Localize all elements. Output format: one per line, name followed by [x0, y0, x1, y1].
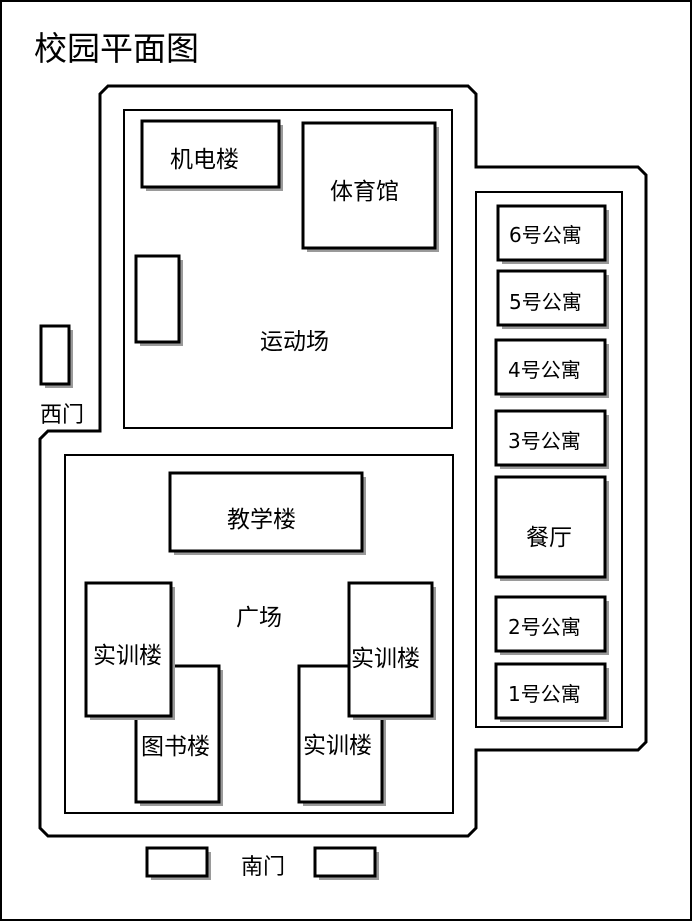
south-gate-right-block [313, 846, 379, 880]
building-mech [140, 119, 283, 191]
label-dorm3: 3号公寓 [508, 429, 581, 453]
label-plaza: 广场 [236, 605, 282, 631]
teaching-zone-frame [64, 454, 454, 814]
label-dorm2: 2号公寓 [508, 615, 581, 639]
label-dorm6: 6号公寓 [509, 223, 582, 247]
building-dorm6 [496, 204, 609, 264]
label-training-right-bottom: 实训楼 [303, 733, 372, 759]
label-sports-field: 运动场 [260, 329, 329, 355]
sports-zone-frame [123, 109, 453, 429]
building-training-left [84, 581, 175, 720]
map-title: 校园平面图 [34, 29, 199, 68]
building-teaching [168, 471, 366, 555]
label-south-gate: 南门 [241, 855, 286, 880]
label-library: 图书楼 [141, 734, 210, 760]
building-training-right-bottom [297, 664, 386, 806]
building-canteen [494, 475, 609, 581]
label-canteen: 餐厅 [526, 525, 572, 551]
label-west-gate: 西门 [40, 403, 85, 428]
west-gate-block [39, 324, 73, 388]
building-dorm4 [494, 338, 609, 398]
building-dorm3 [494, 409, 609, 469]
label-dorm5: 5号公寓 [509, 290, 582, 314]
label-mech-building: 机电楼 [170, 147, 239, 173]
label-dorm1: 1号公寓 [508, 682, 581, 706]
label-training-left: 实训楼 [93, 643, 162, 669]
building-training-right-top [347, 581, 436, 720]
building-dorm1 [494, 662, 609, 722]
label-teaching-building: 教学楼 [227, 507, 296, 533]
label-dorm4: 4号公寓 [508, 358, 581, 382]
label-gym: 体育馆 [330, 179, 399, 205]
building-gym [301, 121, 439, 252]
building-dorm2 [494, 595, 609, 655]
dorm-zone-frame [475, 191, 623, 728]
label-training-right-top: 实训楼 [351, 646, 420, 672]
field-block [134, 254, 183, 346]
south-gate-left-block [145, 846, 211, 880]
building-dorm5 [496, 269, 609, 329]
